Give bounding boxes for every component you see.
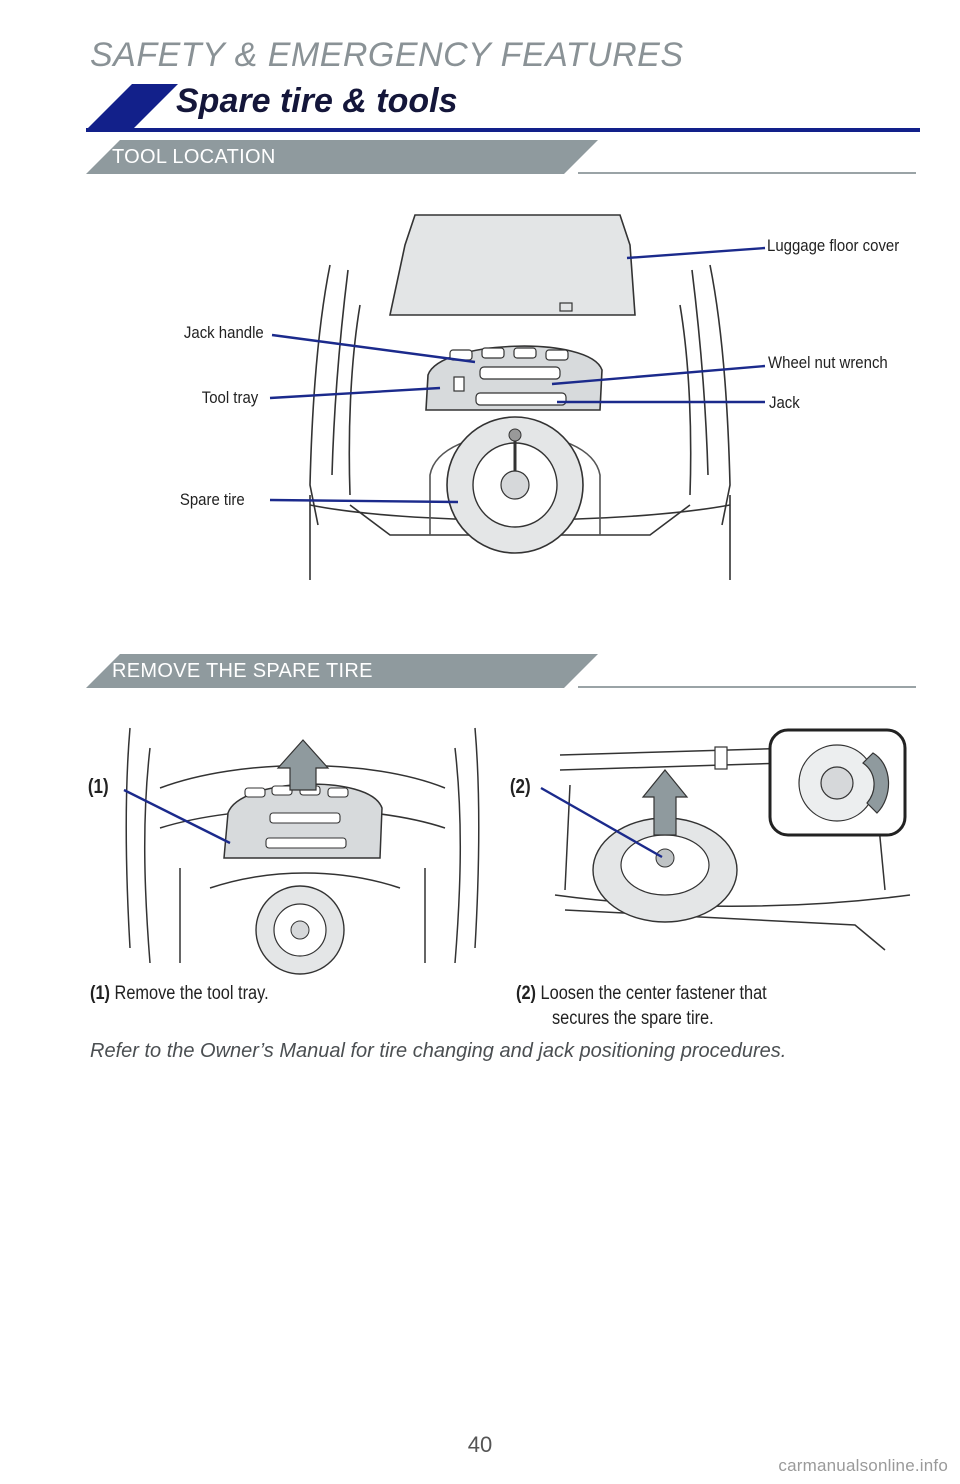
callout-leader-lines <box>269 246 766 504</box>
step1-marker: (1) <box>87 776 109 798</box>
tool-location-band <box>86 140 598 174</box>
callout-wheel-nut-wrench: Wheel nut wrench <box>768 353 888 372</box>
step2-caption-line2: secures the spare tire. <box>552 1008 714 1029</box>
watermark: carmanualsonline.info <box>778 1456 948 1475</box>
remove-spare-band <box>86 654 598 688</box>
page-subtitle: Spare tire & tools <box>176 82 458 120</box>
step2-caption-marker: (2) <box>516 983 536 1004</box>
step2-illustration <box>554 728 911 951</box>
subtitle-banner <box>86 84 920 132</box>
callout-luggage-floor-cover: Luggage floor cover <box>767 236 900 255</box>
page-number: 40 <box>467 1432 493 1457</box>
step1-caption-text: Remove the tool tray. <box>114 983 269 1004</box>
remove-spare-rule <box>578 686 916 688</box>
banner-slant-shape <box>86 84 178 130</box>
step1-caption-marker: (1) <box>90 983 110 1004</box>
remove-spare-heading: REMOVE THE SPARE TIRE <box>112 660 373 682</box>
owners-manual-note: Refer to the Owner’s Manual for tire cha… <box>90 1040 787 1062</box>
step2-caption: (2) Loosen the center fastener that <box>516 983 767 1005</box>
step1-caption: (1) Remove the tool tray. <box>90 983 269 1005</box>
tool-location-heading: TOOL LOCATION <box>112 146 276 168</box>
step2-caption-text-line1: Loosen the center fastener that <box>540 983 767 1004</box>
callout-jack-handle: Jack handle <box>184 323 264 342</box>
banner-rule <box>86 128 920 132</box>
section-title: SAFETY & EMERGENCY FEATURES <box>90 36 684 74</box>
step2-marker: (2) <box>509 776 531 798</box>
callout-jack: Jack <box>769 393 800 412</box>
step-leader-lines <box>123 786 663 859</box>
tool-location-rule <box>578 172 916 174</box>
step1-illustration <box>125 727 480 975</box>
callout-tool-tray: Tool tray <box>201 388 258 407</box>
callout-spare-tire: Spare tire <box>180 490 245 509</box>
